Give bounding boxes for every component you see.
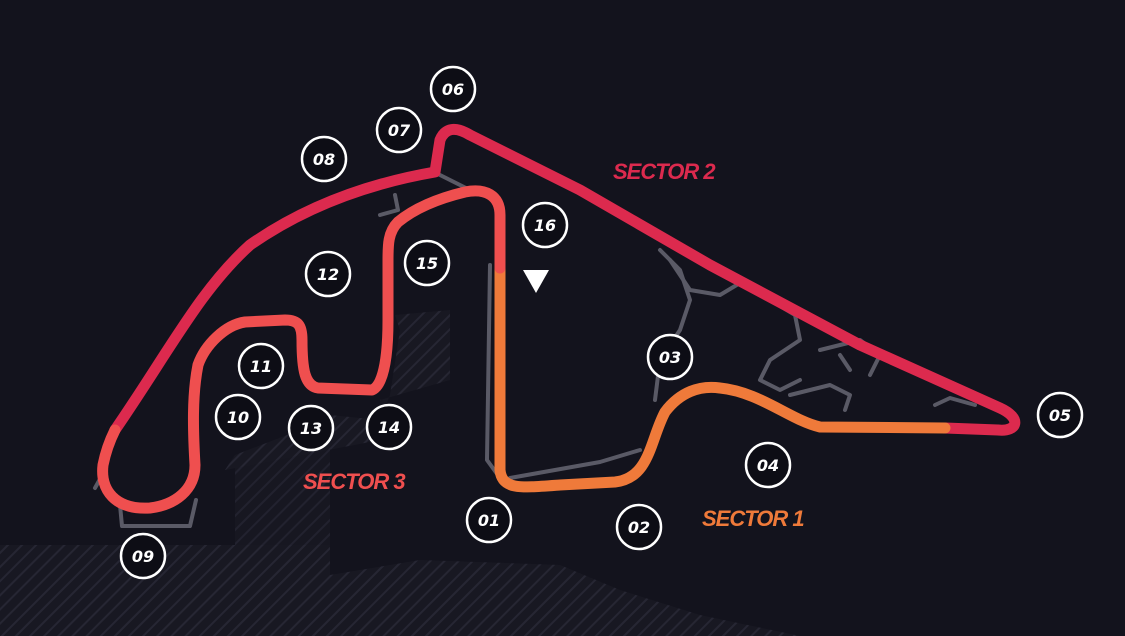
turn-13-label: 13	[300, 419, 322, 438]
sector-2-label: SECTOR 2	[613, 159, 716, 184]
turn-03-label: 03	[659, 348, 681, 367]
turn-04: 04	[744, 441, 792, 489]
turn-03: 03	[646, 333, 694, 381]
turn-09: 09	[119, 532, 167, 580]
turn-01-label: 01	[478, 511, 500, 530]
sector-1-label: SECTOR 1	[702, 506, 804, 531]
turn-12: 12	[304, 250, 352, 298]
turn-11: 11	[237, 342, 285, 390]
turn-markers: 01 02 03 04 05 06 07 08 09 10 11 12 13 1…	[119, 65, 1084, 580]
turn-07: 07	[375, 106, 423, 154]
sector-3-track	[97, 185, 506, 514]
turn-02-label: 02	[628, 518, 650, 537]
hatched-areas	[0, 310, 800, 636]
sector-1-track	[494, 262, 951, 493]
turn-16-label: 16	[534, 216, 556, 235]
turn-08-label: 08	[313, 150, 335, 169]
turn-14-label: 14	[378, 418, 400, 437]
turn-04-label: 04	[757, 456, 779, 475]
sector-3-label: SECTOR 3	[303, 469, 405, 494]
turn-02: 02	[615, 503, 663, 551]
sector-2-track	[109, 123, 1021, 436]
turn-05: 05	[1036, 391, 1084, 439]
turn-09-label: 09	[132, 547, 154, 566]
start-direction-triangle	[523, 270, 549, 293]
turn-15-label: 15	[416, 254, 438, 273]
turn-15: 15	[403, 239, 451, 287]
turn-05-label: 05	[1049, 406, 1071, 425]
turn-16: 16	[521, 201, 569, 249]
turn-08: 08	[300, 135, 348, 183]
turn-14: 14	[365, 403, 413, 451]
turn-06: 06	[429, 65, 477, 113]
turn-10-label: 10	[227, 408, 249, 427]
turn-13: 13	[287, 404, 335, 452]
turn-10: 10	[214, 393, 262, 441]
turn-11-label: 11	[250, 357, 272, 376]
turn-12-label: 12	[317, 265, 339, 284]
turn-06-label: 06	[442, 80, 464, 99]
turn-01: 01	[465, 496, 513, 544]
turn-07-label: 07	[388, 121, 411, 140]
